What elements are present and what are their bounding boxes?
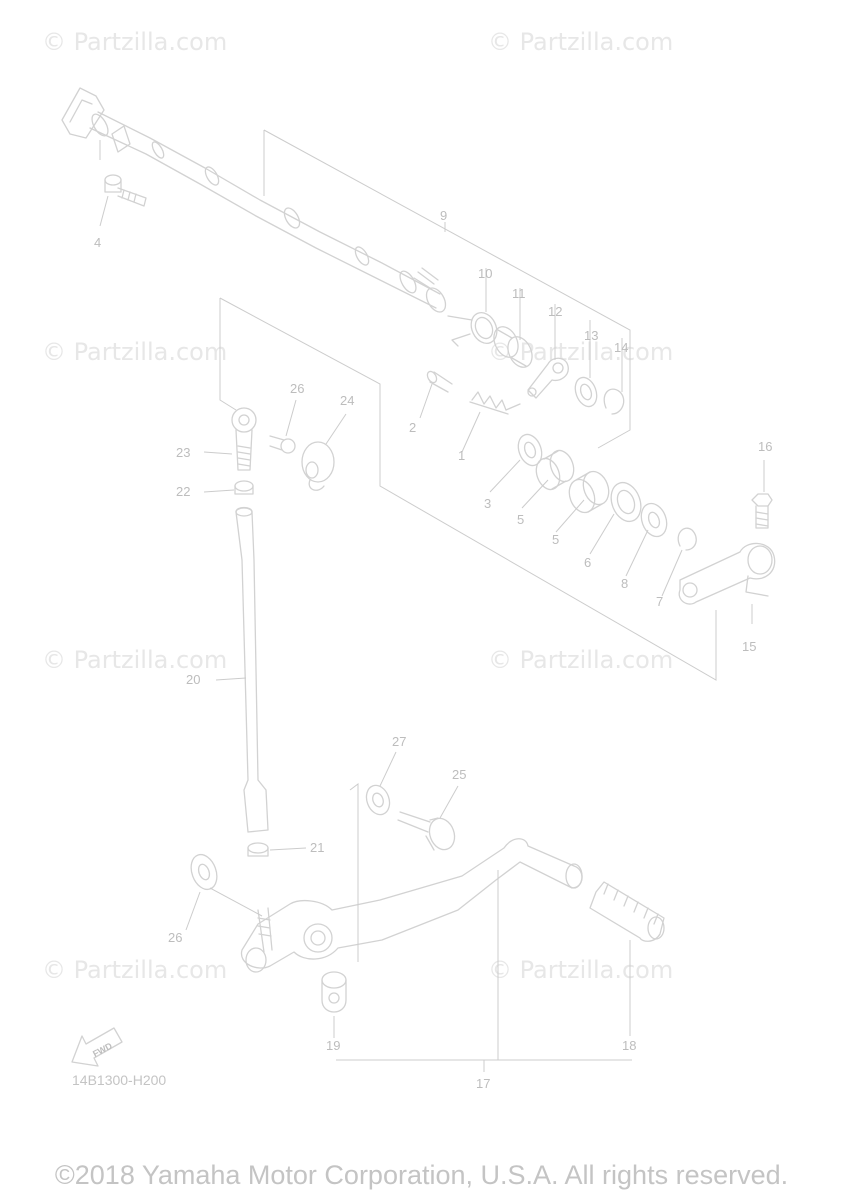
fwd-arrow-icon (71, 1027, 123, 1067)
callout-8: 8 (621, 576, 628, 591)
pivot-bolt-25 (397, 811, 456, 851)
callout-3: 3 (484, 496, 491, 511)
nut-21 (247, 842, 269, 857)
callout-21: 21 (310, 840, 324, 855)
watermark: © Partzilla.com (488, 956, 674, 984)
callout-11: 11 (512, 286, 526, 301)
bolt-2 (426, 370, 453, 393)
torsion-spring-10 (447, 311, 498, 347)
callout-13: 13 (584, 328, 598, 343)
callout-16: 16 (758, 439, 772, 454)
circlip-14 (603, 388, 625, 415)
callout-10: 10 (478, 266, 492, 281)
callout-17: 17 (476, 1076, 490, 1091)
watermark: © Partzilla.com (42, 646, 228, 674)
callout-12: 12 (548, 304, 562, 319)
watermark: © Partzilla.com (42, 338, 228, 366)
shift-shaft (61, 87, 447, 313)
bolt-4 (104, 174, 147, 207)
callout-7: 7 (656, 594, 663, 609)
shift-rod-20 (235, 506, 269, 833)
callout-5a: 5 (517, 512, 524, 527)
nut-22 (234, 480, 254, 495)
callout-14: 14 (614, 340, 628, 355)
pedal-rubber-18 (589, 881, 665, 942)
callout-18: 18 (622, 1038, 636, 1053)
bushing-5a (535, 449, 575, 491)
callout-23: 23 (176, 445, 190, 460)
callout-26-upper: 26 (290, 381, 304, 396)
callout-6: 6 (584, 555, 591, 570)
callout-5b: 5 (552, 532, 559, 547)
washer-13 (574, 376, 598, 408)
watermark: © Partzilla.com (488, 646, 674, 674)
callout-24: 24 (340, 393, 354, 408)
callout-26-lower: 26 (168, 930, 182, 945)
callout-27: 27 (392, 734, 406, 749)
diagram-code: 14B1300-H200 (72, 1072, 167, 1088)
callout-22: 22 (176, 484, 190, 499)
callout-9: 9 (440, 208, 447, 223)
callout-labels: 1 2 3 4 5 5 6 7 8 9 10 11 12 13 14 15 16… (91, 208, 772, 1091)
shift-arm-15 (678, 542, 776, 605)
shift-pedal-17 (240, 838, 583, 973)
callout-2: 2 (409, 420, 416, 435)
bolt-26-upper (269, 435, 296, 454)
callout-15: 15 (742, 639, 756, 654)
rod-end-19 (321, 971, 347, 1013)
callout-4: 4 (94, 235, 101, 250)
bolt-16 (751, 493, 773, 529)
washer-26-lower (190, 853, 218, 891)
leader-lines (99, 129, 765, 1072)
callout-19: 19 (326, 1038, 340, 1053)
watermark: © Partzilla.com (42, 28, 228, 56)
callout-20: 20 (186, 672, 200, 687)
circlip-7 (677, 527, 697, 551)
boot-24 (301, 441, 335, 491)
bushing-5b (568, 470, 610, 514)
callout-25: 25 (452, 767, 466, 782)
oil-seal-6 (610, 481, 642, 523)
collar-11 (493, 326, 533, 368)
callout-1: 1 (458, 448, 465, 463)
washer-27 (365, 784, 391, 816)
watermark: © Partzilla.com (42, 956, 228, 984)
stopper-lever-12 (527, 357, 569, 399)
watermark: © Partzilla.com (488, 28, 674, 56)
spring-1 (469, 391, 521, 415)
washer-3 (517, 433, 543, 467)
washer-8 (640, 502, 668, 538)
fwd-label: FWD (91, 1040, 114, 1059)
rod-end-23 (231, 407, 257, 471)
copyright-notice: ©2018 Yamaha Motor Corporation, U.S.A. A… (54, 1160, 789, 1190)
